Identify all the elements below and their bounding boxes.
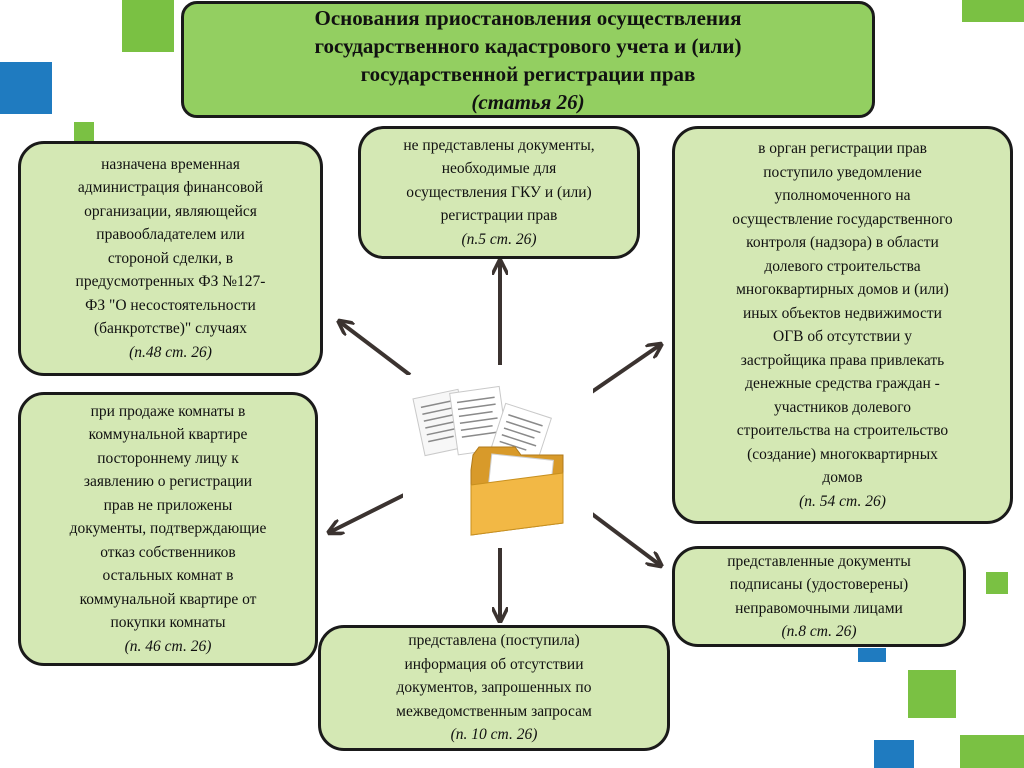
box-text: представлена (поступила) информация об о…	[396, 629, 592, 723]
box-article-reference: (п.48 ст. 26)	[129, 341, 212, 365]
box-text: назначена временная администрация финанс…	[76, 153, 266, 341]
box-article-reference: (п.5 ст. 26)	[461, 228, 536, 252]
arrow-to-left-bottom	[330, 492, 410, 532]
box-article-reference: (п. 46 ст. 26)	[125, 635, 212, 659]
box-text: при продаже комнаты в коммунальной кварт…	[70, 400, 267, 635]
box-article-reference: (п. 54 ст. 26)	[799, 490, 886, 514]
box-text: в орган регистрации прав поступило уведо…	[732, 137, 952, 490]
box-communal-room-sale: при продаже комнаты в коммунальной кварт…	[18, 392, 318, 666]
box-text: не представлены документы, необходимые д…	[403, 134, 594, 228]
arrow-to-left-top	[340, 322, 410, 375]
box-documents-not-submitted: не представлены документы, необходимые д…	[358, 126, 640, 259]
box-temporary-administration: назначена временная администрация финанс…	[18, 141, 323, 376]
box-article-reference: (п. 10 ст. 26)	[451, 723, 538, 747]
box-text: представленные документы подписаны (удос…	[727, 550, 910, 621]
box-shared-construction-notice: в орган регистрации прав поступило уведо…	[672, 126, 1013, 524]
box-unauthorized-signatures: представленные документы подписаны (удос…	[672, 546, 966, 647]
folder-with-documents-icon	[403, 375, 593, 545]
box-interagency-info-missing: представлена (поступила) информация об о…	[318, 625, 670, 751]
box-article-reference: (п.8 ст. 26)	[781, 620, 856, 644]
